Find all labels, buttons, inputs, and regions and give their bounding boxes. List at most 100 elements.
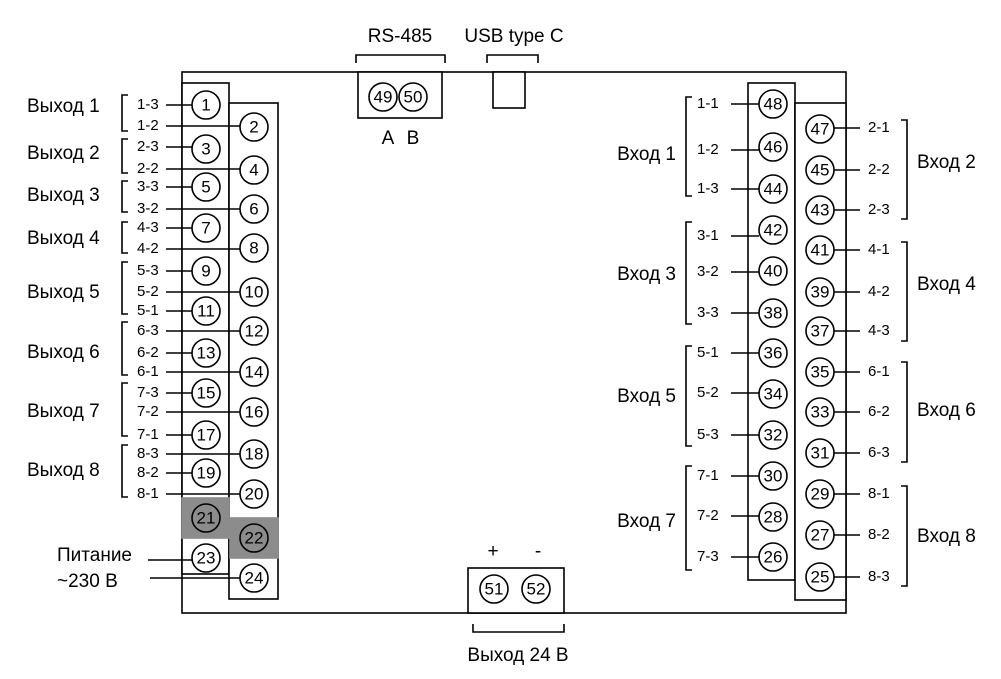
- usb-port: [492, 71, 526, 109]
- terminal-number: 42: [764, 220, 783, 239]
- input-pin-label: 4-3: [868, 322, 890, 339]
- terminal-circle: [239, 563, 269, 593]
- output-label-3: Выход 3: [27, 185, 100, 206]
- terminal-39: 39: [805, 277, 835, 307]
- terminal-number: 5: [201, 177, 210, 196]
- terminal-number: 36: [764, 343, 783, 362]
- terminal-number: 19: [197, 463, 216, 482]
- output-pin-label: 8-2: [137, 464, 159, 481]
- terminal-8: 8: [239, 233, 269, 263]
- terminal-19: 19: [191, 458, 221, 488]
- input-bracket-8: [901, 485, 908, 587]
- terminal-number: 48: [764, 94, 783, 113]
- output-bracket-8: [121, 444, 128, 498]
- terminal-52: 52: [521, 574, 551, 604]
- terminal-number: 28: [764, 507, 783, 526]
- left-strip-odd: [181, 82, 230, 575]
- terminal-circle: [805, 397, 835, 427]
- terminal-number: 35: [811, 362, 830, 381]
- terminal-number: 47: [811, 119, 830, 138]
- terminal-circle: [805, 438, 835, 468]
- dc-output-bracket: [472, 624, 565, 633]
- terminal-circle: [239, 112, 269, 142]
- input-pin-label: 1-3: [697, 180, 719, 197]
- terminal-circle: [239, 277, 269, 307]
- output-pin-label: 7-2: [137, 403, 159, 420]
- output-pin-label: 5-3: [137, 262, 159, 279]
- terminal-30: 30: [758, 461, 788, 491]
- terminal-51: 51: [479, 574, 509, 604]
- terminal-circle: [191, 543, 221, 573]
- terminal-circle: [239, 479, 269, 509]
- terminal-number: 52: [527, 579, 546, 598]
- terminal-number: 24: [245, 568, 264, 587]
- output-label-2: Выход 2: [27, 143, 100, 164]
- output-label-4: Выход 4: [27, 228, 100, 249]
- terminal-circle: [805, 235, 835, 265]
- terminal-circle: [758, 89, 788, 119]
- terminal-circle: [758, 215, 788, 245]
- device-enclosure: [181, 71, 847, 614]
- terminal-number: 12: [245, 321, 264, 340]
- rs485-connector: [357, 71, 443, 119]
- terminal-28: 28: [758, 502, 788, 532]
- terminal-circle: [239, 397, 269, 427]
- terminal-number: 26: [764, 547, 783, 566]
- terminal-number: 9: [201, 261, 210, 280]
- output-pin-label: 8-1: [137, 485, 159, 502]
- input-pin-label: 4-2: [868, 283, 890, 300]
- output-bracket-1: [121, 94, 128, 132]
- input-pin-label: 5-3: [697, 426, 719, 443]
- terminal-number: 37: [811, 321, 830, 340]
- terminal-number: 4: [249, 160, 258, 179]
- input-pin-label: 6-1: [868, 363, 890, 380]
- terminal-circle: [191, 378, 221, 408]
- terminal-number: 33: [811, 402, 830, 421]
- terminal-number: 21: [197, 508, 216, 527]
- rs485-label: RS-485: [368, 26, 432, 47]
- terminal-number: 39: [811, 282, 830, 301]
- terminal-circle: [239, 439, 269, 469]
- input-pin-label: 8-2: [868, 526, 890, 543]
- output-bracket-7: [121, 382, 128, 437]
- terminal-5: 5: [191, 172, 221, 202]
- output-pin-label: 6-3: [137, 322, 159, 339]
- terminal-29: 29: [805, 479, 835, 509]
- input-label-4: Вход 4: [917, 274, 976, 295]
- output-pin-label: 4-2: [137, 240, 159, 257]
- terminal-circle: [805, 357, 835, 387]
- output-bracket-3: [121, 180, 128, 213]
- terminal-circle: [758, 542, 788, 572]
- input-pin-label: 7-1: [697, 467, 719, 484]
- input-pin-label: 7-2: [697, 507, 719, 524]
- output-pin-label: 5-1: [137, 302, 159, 319]
- terminal-number: 45: [811, 160, 830, 179]
- terminal-12: 12: [239, 316, 269, 346]
- terminal-circle: [479, 574, 509, 604]
- output-pin-label: 4-3: [137, 219, 159, 236]
- input-pin-label: 2-2: [868, 161, 890, 178]
- terminal-number: 27: [811, 525, 830, 544]
- left-strip-even: [228, 102, 279, 600]
- terminal-circle: [239, 155, 269, 185]
- terminal-number: 34: [764, 384, 783, 403]
- terminal-circle: [758, 256, 788, 286]
- usb-bracket: [486, 54, 539, 63]
- terminal-circle: [191, 172, 221, 202]
- terminal-circle: [398, 82, 428, 112]
- terminal-circle: [191, 256, 221, 286]
- terminal-27: 27: [805, 520, 835, 550]
- terminal-circle: [191, 296, 221, 326]
- input-label-7: Вход 7: [617, 511, 676, 532]
- input-pin-label: 7-3: [697, 548, 719, 565]
- terminal-number: 1: [201, 95, 210, 114]
- terminal-circle: [239, 316, 269, 346]
- terminal-37: 37: [805, 316, 835, 346]
- terminal-13: 13: [191, 338, 221, 368]
- terminal-24: 24: [239, 563, 269, 593]
- terminal-26: 26: [758, 542, 788, 572]
- input-pin-label: 1-2: [697, 141, 719, 158]
- input-bracket-5: [685, 345, 692, 447]
- terminal-circle: [758, 132, 788, 162]
